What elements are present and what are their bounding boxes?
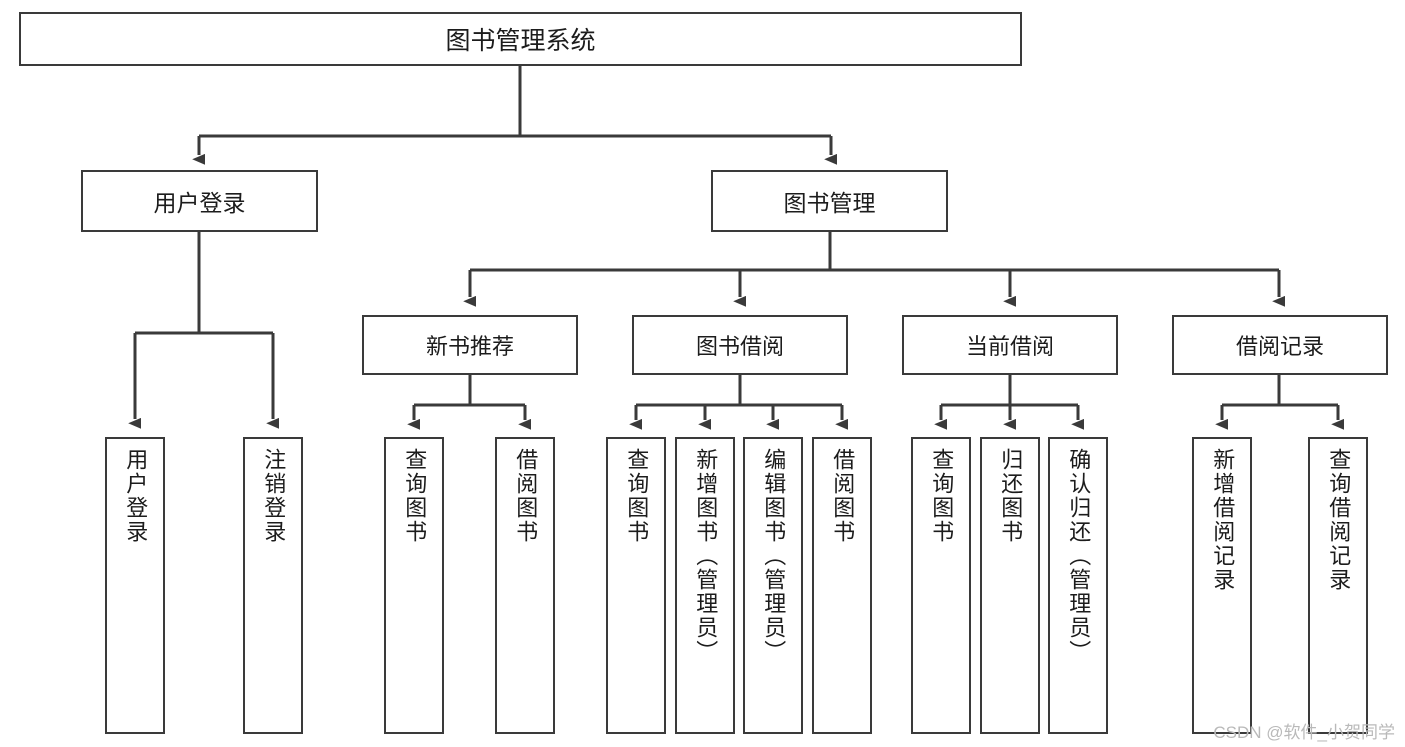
- leaf-confirm-return-admin[interactable]: 确认归还（管理员）: [1048, 437, 1108, 734]
- leaf-user-login-label: 用户登录: [123, 448, 149, 544]
- leaf-add-book-admin[interactable]: 新增图书（管理员）: [675, 437, 735, 734]
- leaf-return-book[interactable]: 归还图书: [980, 437, 1040, 734]
- node-root-label: 图书管理系统: [445, 27, 596, 55]
- leaf-logout-label: 注销登录: [261, 448, 287, 544]
- leaf-borrow-book-recommend[interactable]: 借阅图书: [495, 437, 555, 734]
- leaf-query-borrow-record[interactable]: 查询借阅记录: [1308, 437, 1368, 734]
- leaf-borrow-book-recommend-label: 借阅图书: [513, 448, 539, 544]
- leaf-return-book-label: 归还图书: [998, 448, 1024, 544]
- leaf-add-borrow-record-label: 新增借阅记录: [1210, 448, 1236, 592]
- node-book-borrow-label: 图书借阅: [695, 334, 784, 359]
- node-new-book-recommend-label: 新书推荐: [425, 334, 514, 359]
- node-borrow-record[interactable]: 借阅记录: [1172, 315, 1388, 375]
- leaf-confirm-return-admin-label: 确认归还（管理员）: [1066, 448, 1092, 664]
- leaf-query-book-current[interactable]: 查询图书: [911, 437, 971, 734]
- node-book-management-label: 图书管理: [783, 190, 876, 216]
- node-user-login[interactable]: 用户登录: [81, 170, 318, 232]
- leaf-edit-book-admin[interactable]: 编辑图书（管理员）: [743, 437, 803, 734]
- node-new-book-recommend[interactable]: 新书推荐: [362, 315, 578, 375]
- leaf-query-book-recommend[interactable]: 查询图书: [384, 437, 444, 734]
- node-current-borrow[interactable]: 当前借阅: [902, 315, 1118, 375]
- watermark-text: CSDN @软件_小贺同学: [1213, 723, 1395, 742]
- node-book-borrow[interactable]: 图书借阅: [632, 315, 848, 375]
- node-borrow-record-label: 借阅记录: [1235, 334, 1324, 359]
- leaf-add-borrow-record[interactable]: 新增借阅记录: [1192, 437, 1252, 734]
- leaf-borrow-book-label: 借阅图书: [830, 448, 856, 544]
- node-book-management[interactable]: 图书管理: [711, 170, 948, 232]
- leaf-query-borrow-record-label: 查询借阅记录: [1326, 448, 1352, 592]
- node-current-borrow-label: 当前借阅: [965, 334, 1054, 359]
- leaf-add-book-admin-label: 新增图书（管理员）: [693, 448, 719, 664]
- leaf-query-book-recommend-label: 查询图书: [402, 448, 428, 544]
- node-root-system[interactable]: 图书管理系统: [19, 12, 1022, 66]
- leaf-query-book-borrow-label: 查询图书: [624, 448, 650, 544]
- leaf-borrow-book[interactable]: 借阅图书: [812, 437, 872, 734]
- node-user-login-label: 用户登录: [153, 190, 246, 216]
- leaf-user-login[interactable]: 用户登录: [105, 437, 165, 734]
- leaf-query-book-borrow[interactable]: 查询图书: [606, 437, 666, 734]
- leaf-edit-book-admin-label: 编辑图书（管理员）: [761, 448, 787, 664]
- leaf-query-book-current-label: 查询图书: [929, 448, 955, 544]
- leaf-logout[interactable]: 注销登录: [243, 437, 303, 734]
